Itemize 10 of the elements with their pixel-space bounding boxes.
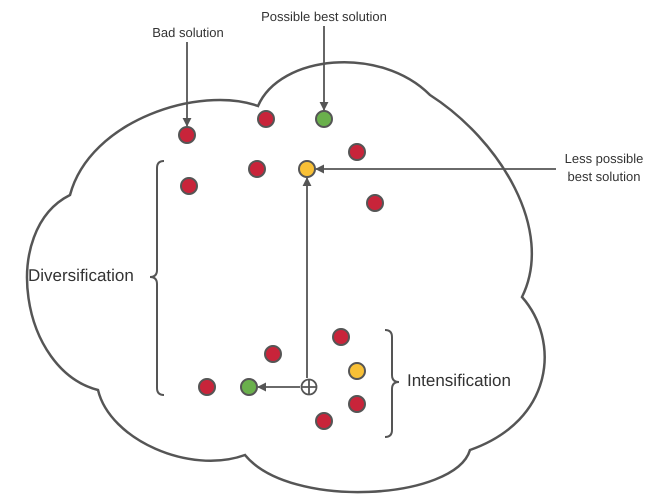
arrow bbox=[320, 26, 328, 111]
callout-text: Less possible best solution bbox=[564, 150, 644, 186]
arrow bbox=[182, 42, 192, 127]
region-label: Diversification bbox=[28, 266, 134, 286]
region-label: Intensification bbox=[407, 371, 511, 391]
arrow bbox=[315, 164, 556, 174]
arrow bbox=[257, 382, 300, 392]
callout-text: Bad solution bbox=[151, 24, 225, 42]
callout-text: Possible best solution bbox=[260, 8, 388, 26]
arrow bbox=[302, 177, 312, 378]
